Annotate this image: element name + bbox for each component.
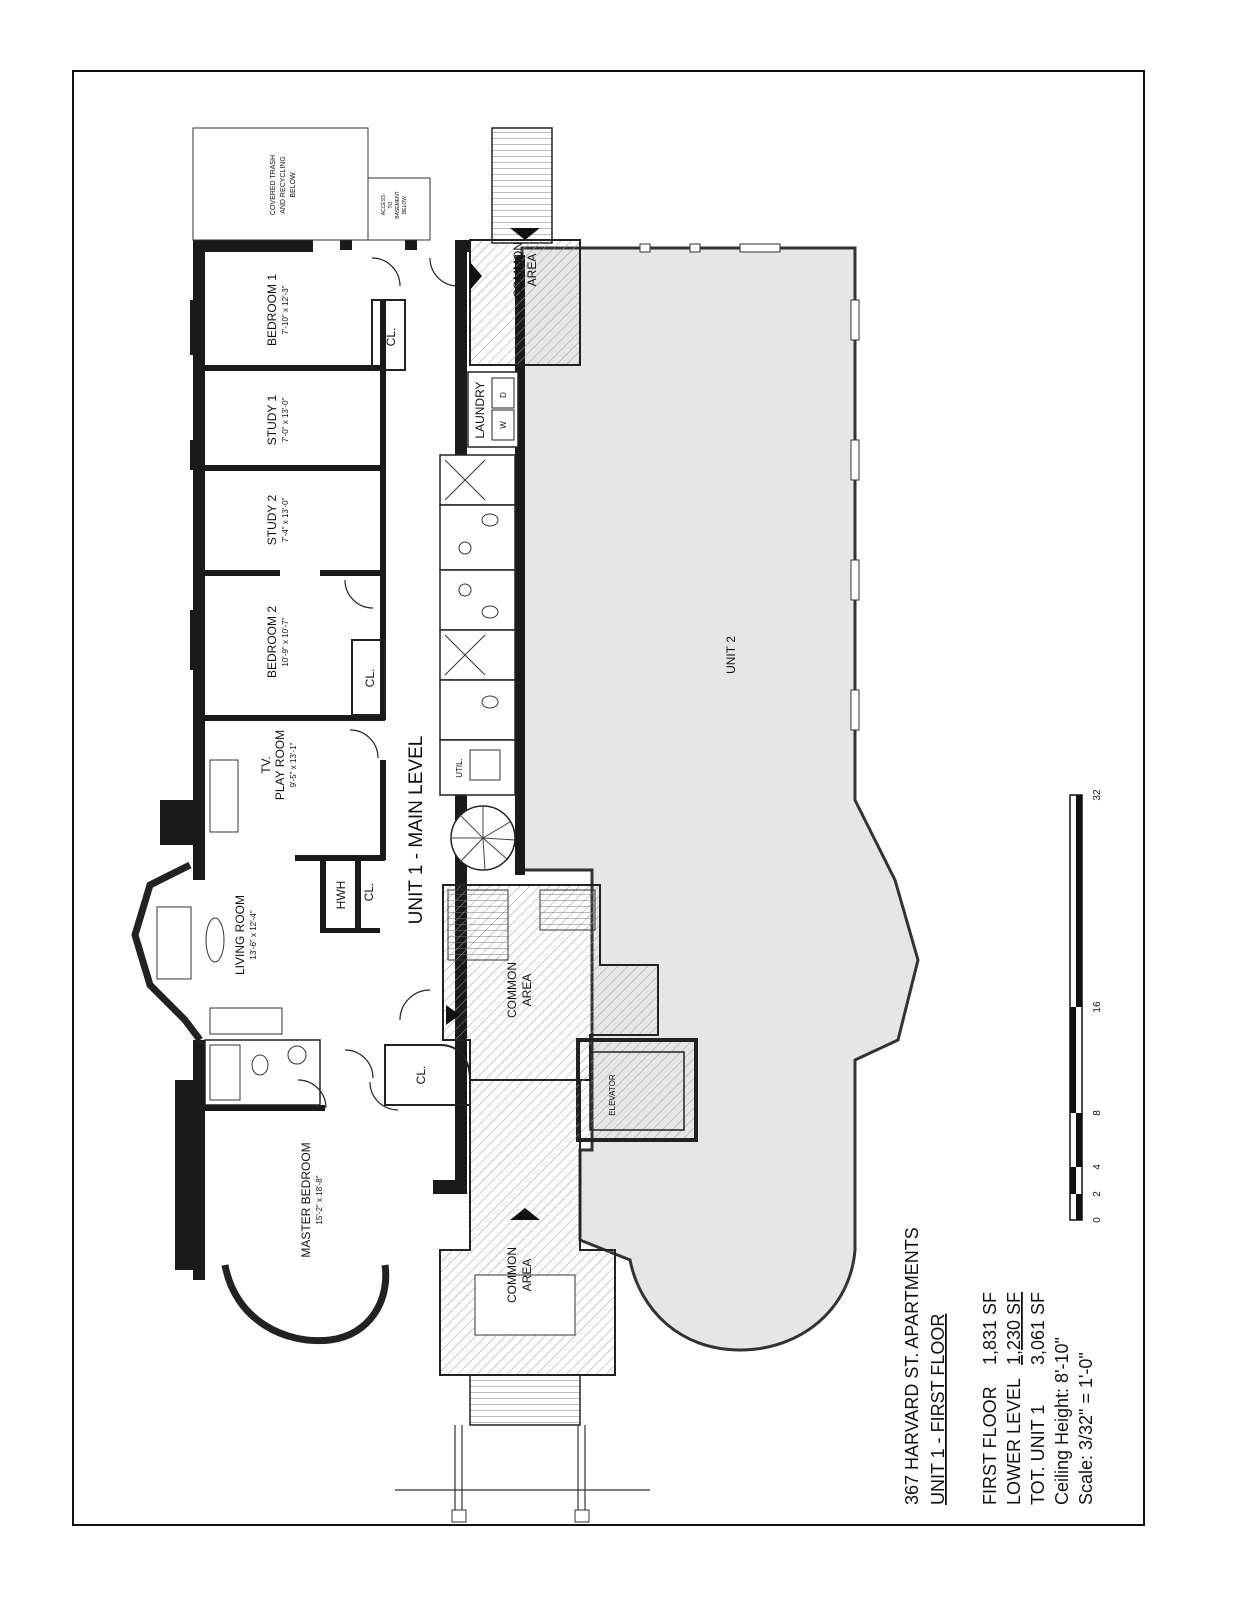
access-label: ACCESS TO BASEMENT BELOW [381,191,408,219]
row-lower-level-value: 1,230 SF [1004,1292,1024,1365]
drawing-scale: Scale: 3/32" = 1'-0" [1076,1352,1096,1505]
title-block: 367 HARVARD ST. APARTMENTS UNIT 1 - FIRS… [902,1227,1096,1505]
row-first-floor-value: 1,831 SF [980,1292,1000,1365]
sofa-living [156,906,192,980]
common-rear-line2: AREA [525,254,539,287]
study2-size: 7'-4" x 13'-0" [281,497,290,542]
unit2-area [520,246,920,1352]
common-area-rear [469,239,581,366]
hwh-label: HWH [334,881,348,910]
bathrooms [439,454,516,796]
rear-steps [491,127,553,244]
util-label: UTIL. [455,758,464,778]
svg-text:ACCESS: ACCESS [381,194,387,215]
svg-text:COVERED TRASH: COVERED TRASH [270,155,277,215]
elevator [576,1038,698,1142]
washer-label: W [499,421,508,429]
closet-bedroom2: CL. [363,669,377,688]
coffee-table [205,917,225,963]
tv-room-line1: TV. [259,756,273,774]
closet-bedroom1: CL. [384,328,398,347]
common-middle-line2: AREA [520,974,534,1007]
row-lower-level-label: LOWER LEVEL [1004,1378,1024,1505]
bedroom1-size: 7'-10" x 12'-3" [281,285,290,334]
svg-text:BELOW: BELOW [402,196,408,214]
scale-tick-32: 32 [1092,789,1103,801]
row-total-value: 3,061 SF [1028,1292,1048,1365]
tv-room-line2: PLAY ROOM [273,730,287,800]
sheet-border [72,70,1145,1526]
living-room-name: LIVING ROOM [233,895,247,975]
study1-name: STUDY 1 [265,394,279,445]
common-rear-line1: COMMON [511,242,525,298]
elevator-label: ELEVATOR [608,1074,617,1116]
svg-text:BASEMENT: BASEMENT [395,191,401,219]
common-front-line1: COMMON [505,1247,519,1303]
subtitle: UNIT 1 - FIRST FLOOR [928,1314,948,1505]
ceiling-height: Ceiling Height: 8'-10" [1052,1337,1072,1505]
unit2-label: UNIT 2 [724,636,738,674]
scale-tick-16: 16 [1092,1001,1103,1013]
svg-text:AND RECYCLING: AND RECYCLING [280,156,287,214]
closet-hall: CL. [362,883,376,902]
sofa-tv-room [209,759,239,833]
master-bedroom-size: 15'-2" x 18'-8" [315,1175,324,1224]
title: 367 HARVARD ST. APARTMENTS [902,1227,922,1505]
svg-text:BELOW: BELOW [290,172,297,198]
scale-tick-4: 4 [1092,1164,1103,1170]
common-front-line2: AREA [520,1259,534,1292]
unit1-main-level-label: UNIT 1 - MAIN LEVEL [406,736,427,925]
trash-label: COVERED TRASH AND RECYCLING BELOW [270,155,297,215]
scale-tick-0: 0 [1092,1217,1103,1223]
study2-name: STUDY 2 [265,494,279,545]
bedroom2-size: 10'-9" x 10'-7" [281,617,290,666]
scale-tick-2: 2 [1092,1191,1103,1197]
scale-tick-8: 8 [1092,1110,1103,1116]
closet-master: CL. [414,1066,428,1085]
row-first-floor-label: FIRST FLOOR [980,1386,1000,1505]
cabinet-living [209,1007,283,1035]
front-steps [469,1374,581,1426]
tv-room-size: 9'-5" x 13'-1" [289,742,298,787]
bedroom2-name: BEDROOM 2 [265,606,279,678]
bedroom1-name: BEDROOM 1 [265,274,279,346]
row-total-label: TOT. UNIT 1 [1028,1405,1048,1505]
dryer-label: D [499,392,508,398]
svg-text:TO: TO [388,201,394,208]
study1-size: 7'-0" x 13'-0" [281,397,290,442]
living-room-size: 13'-6" x 12'-4" [249,910,258,959]
master-bedroom-name: MASTER BEDROOM [299,1142,313,1257]
master-bay [221,1264,390,1345]
basement-access [367,177,431,241]
common-middle-line1: COMMON [505,962,519,1018]
laundry-label: LAUNDRY [473,381,487,438]
living-room-bay [131,861,203,1043]
scale-bar: 0 2 4 8 16 32 [1069,789,1103,1223]
